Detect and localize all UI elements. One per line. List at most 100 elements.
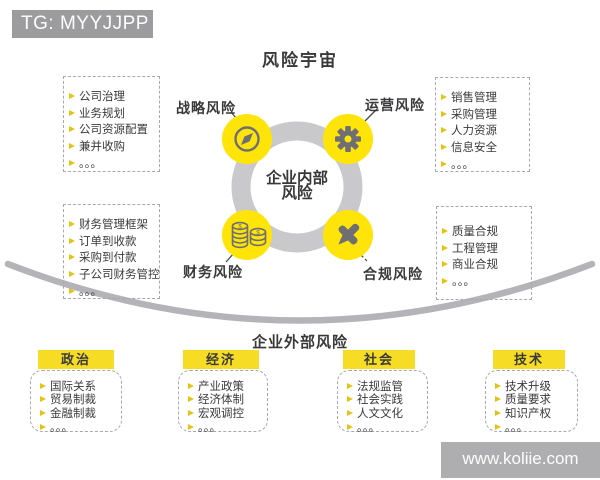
center-label-line1: 企业内部 [265,170,328,187]
list-item: 财务管理框架 [69,216,158,233]
bullet-arrow-icon [40,396,46,403]
list-item-label: 法规监管 [357,380,403,393]
list-item-label: 质量要求 [505,394,551,407]
list-item-label: 技术升级 [505,380,551,393]
list-item: 。。。 [442,273,530,290]
bullet-arrow-icon [347,423,353,430]
list-item-label: 人力资源 [451,125,497,138]
internal-risk-center-label: 企业内部 风险 [238,170,356,202]
bullet-arrow-icon [347,382,353,389]
list-item: 。。。 [441,155,528,172]
strategic-risk-label: 战略风险 [176,100,236,116]
list-item: 。。。 [188,420,266,434]
list-item: 。。。 [69,154,158,171]
list-item-label: 产业政策 [198,380,244,393]
center-label-line2: 风险 [281,185,313,202]
bullet-arrow-icon [347,409,353,416]
page-title: 风险宇宙 [262,51,338,70]
compass-icon [234,126,260,152]
category-header-technology: 技术 [493,350,565,369]
connector-operational [363,108,378,123]
operational-risk-list: 销售管理采购管理人力资源信息安全。。。 [435,77,530,172]
list-item-label: 社会实践 [357,394,403,407]
list-item-label: 国际关系 [50,380,96,393]
list-item-label: 兼并收购 [79,141,125,154]
bullet-arrow-icon [69,237,75,244]
list-item-label: 销售管理 [451,92,497,105]
list-item-label: 贸易制裁 [50,394,96,407]
category-list-politics: 国际关系贸易制裁金融制裁。。。 [30,370,122,434]
list-item: 采购管理 [441,106,528,123]
list-item-label: 信息安全 [451,142,497,155]
list-item: 公司治理 [69,88,158,105]
list-item: 采购到付款 [69,249,158,266]
bullet-arrow-icon [441,144,447,151]
compliance-risk-label: 合规风险 [363,266,423,282]
crossed-tools-icon [338,223,360,245]
list-item-label: 订单到收款 [79,235,137,248]
list-item: 信息安全 [441,139,528,156]
gear-icon [335,126,361,152]
bullet-arrow-icon [69,159,75,166]
bullet-arrow-icon [442,261,448,268]
list-item: 质量要求 [495,393,576,407]
list-item-label: 工程管理 [452,242,498,255]
list-item-label: 。。。 [505,421,528,434]
list-item: 法规监管 [347,379,426,393]
financial-risk-list: 财务管理框架订单到收款采购到付款子公司财务管控。。。 [63,204,160,299]
list-item: 工程管理 [442,240,530,257]
list-item: 。。。 [347,420,426,434]
svg-text:$: $ [238,224,242,230]
bullet-arrow-icon [188,409,194,416]
external-risk-arc [4,260,596,324]
svg-text:$: $ [256,230,260,236]
bullet-arrow-icon [40,423,46,430]
list-item-label: 金融制裁 [50,407,96,420]
bullet-arrow-icon [40,382,46,389]
list-item: 质量合规 [442,223,530,240]
list-item-label: 。。。 [79,285,102,298]
internal-risk-ring [231,121,363,253]
bullet-arrow-icon [69,271,75,278]
list-item: 业务规划 [69,105,158,122]
list-item: 人力资源 [441,122,528,139]
bullet-arrow-icon [347,396,353,403]
list-item: 国际关系 [40,379,120,393]
list-item: 销售管理 [441,89,528,106]
list-item-label: 子公司财务管控 [79,269,160,282]
bullet-arrow-icon [69,221,75,228]
bullet-arrow-icon [40,409,46,416]
list-item-label: 人文文化 [357,407,403,420]
list-item-label: 。。。 [452,276,475,289]
bullet-arrow-icon [495,423,501,430]
list-item: 金融制裁 [40,406,120,420]
list-item: 知识产权 [495,406,576,420]
list-item: 宏观调控 [188,406,266,420]
list-item: 人文文化 [347,406,426,420]
list-item-label: 。。。 [50,421,73,434]
bullet-arrow-icon [442,278,448,285]
category-header-politics: 政治 [38,350,114,369]
bullet-arrow-icon [495,409,501,416]
list-item-label: 。。。 [357,421,380,434]
list-item-label: 质量合规 [452,226,498,239]
bullet-arrow-icon [69,287,75,294]
list-item: 贸易制裁 [40,393,120,407]
operational-risk-label: 运营风险 [365,97,425,113]
bullet-arrow-icon [441,94,447,101]
list-item-label: 知识产权 [505,407,551,420]
bullet-arrow-icon [442,244,448,251]
site-watermark: www.koliie.com [441,442,600,478]
list-item-label: 公司治理 [79,91,125,104]
financial-risk-label: 财务风险 [183,264,243,280]
list-item-label: 。。。 [79,157,102,170]
list-item-label: 采购到付款 [79,252,137,265]
list-item-label: 业务规划 [79,107,125,120]
list-item-label: 经济体制 [198,394,244,407]
list-item: 子公司财务管控 [69,266,160,283]
category-header-economy: 经济 [183,350,259,369]
bullet-arrow-icon [442,228,448,235]
list-item: 兼并收购 [69,138,158,155]
list-item-label: 公司资源配置 [79,124,148,137]
